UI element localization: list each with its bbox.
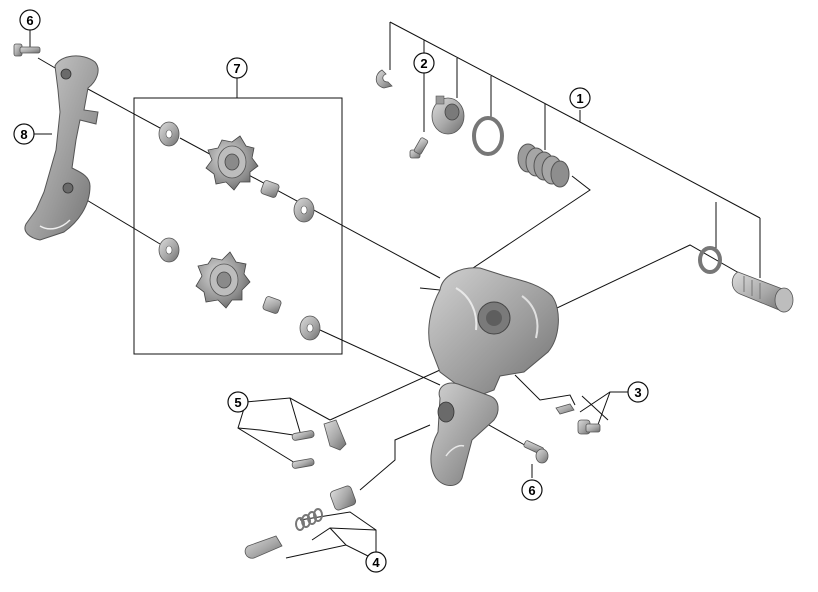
callout-7: 7 — [226, 57, 248, 79]
small-spring — [295, 508, 323, 531]
pulley-group — [158, 121, 321, 341]
svg-text:7: 7 — [233, 61, 240, 76]
callout-6-bottom: 6 — [521, 479, 543, 501]
top-spring-group — [375, 69, 570, 188]
assembly-lines — [37, 57, 761, 491]
svg-text:2: 2 — [420, 56, 427, 71]
inner-cage-plate — [430, 382, 499, 486]
lower-pulley-wheel — [195, 251, 251, 309]
small-screw — [409, 137, 429, 159]
mounting-bolt — [698, 246, 794, 313]
screw-bottom — [523, 440, 549, 464]
svg-text:3: 3 — [634, 385, 641, 400]
callout-6-top: 6 — [19, 9, 41, 31]
adjuster-group — [244, 485, 357, 559]
svg-text:4: 4 — [372, 555, 380, 570]
derailleur-body — [428, 267, 559, 397]
tension-cap — [431, 95, 465, 135]
svg-text:5: 5 — [234, 395, 241, 410]
svg-text:1: 1 — [576, 91, 583, 106]
svg-text:8: 8 — [20, 127, 27, 142]
upper-bushing — [260, 180, 280, 198]
lower-bushing — [262, 296, 282, 314]
callout-4: 4 — [365, 551, 387, 573]
coil-spring — [517, 143, 570, 188]
callout-8: 8 — [13, 123, 35, 145]
stopper-bolt — [555, 403, 601, 435]
callout-2: 2 — [413, 52, 435, 74]
screw-top — [13, 43, 41, 57]
callout-brackets — [29, 21, 761, 561]
link-plate — [291, 419, 347, 469]
callout-1: 1 — [569, 87, 591, 109]
callout-5: 5 — [227, 391, 249, 413]
callouts: 1 2 3 4 5 6 6 7 — [13, 9, 649, 573]
svg-text:6: 6 — [528, 483, 535, 498]
outer-cage-plate — [24, 55, 99, 241]
callout-3: 3 — [627, 381, 649, 403]
upper-pulley-wheel — [205, 135, 259, 191]
svg-text:6: 6 — [26, 13, 33, 28]
